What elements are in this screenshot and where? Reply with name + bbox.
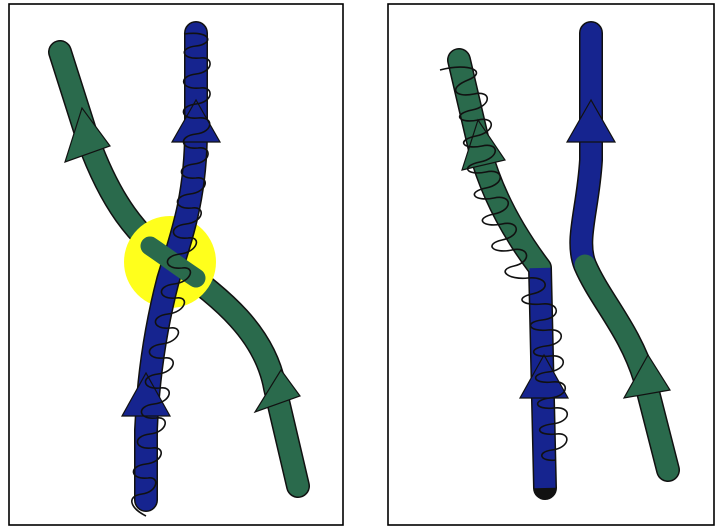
left-panel bbox=[9, 4, 343, 525]
right-panel bbox=[388, 4, 714, 525]
right-right-strand-blue-part bbox=[581, 33, 591, 265]
